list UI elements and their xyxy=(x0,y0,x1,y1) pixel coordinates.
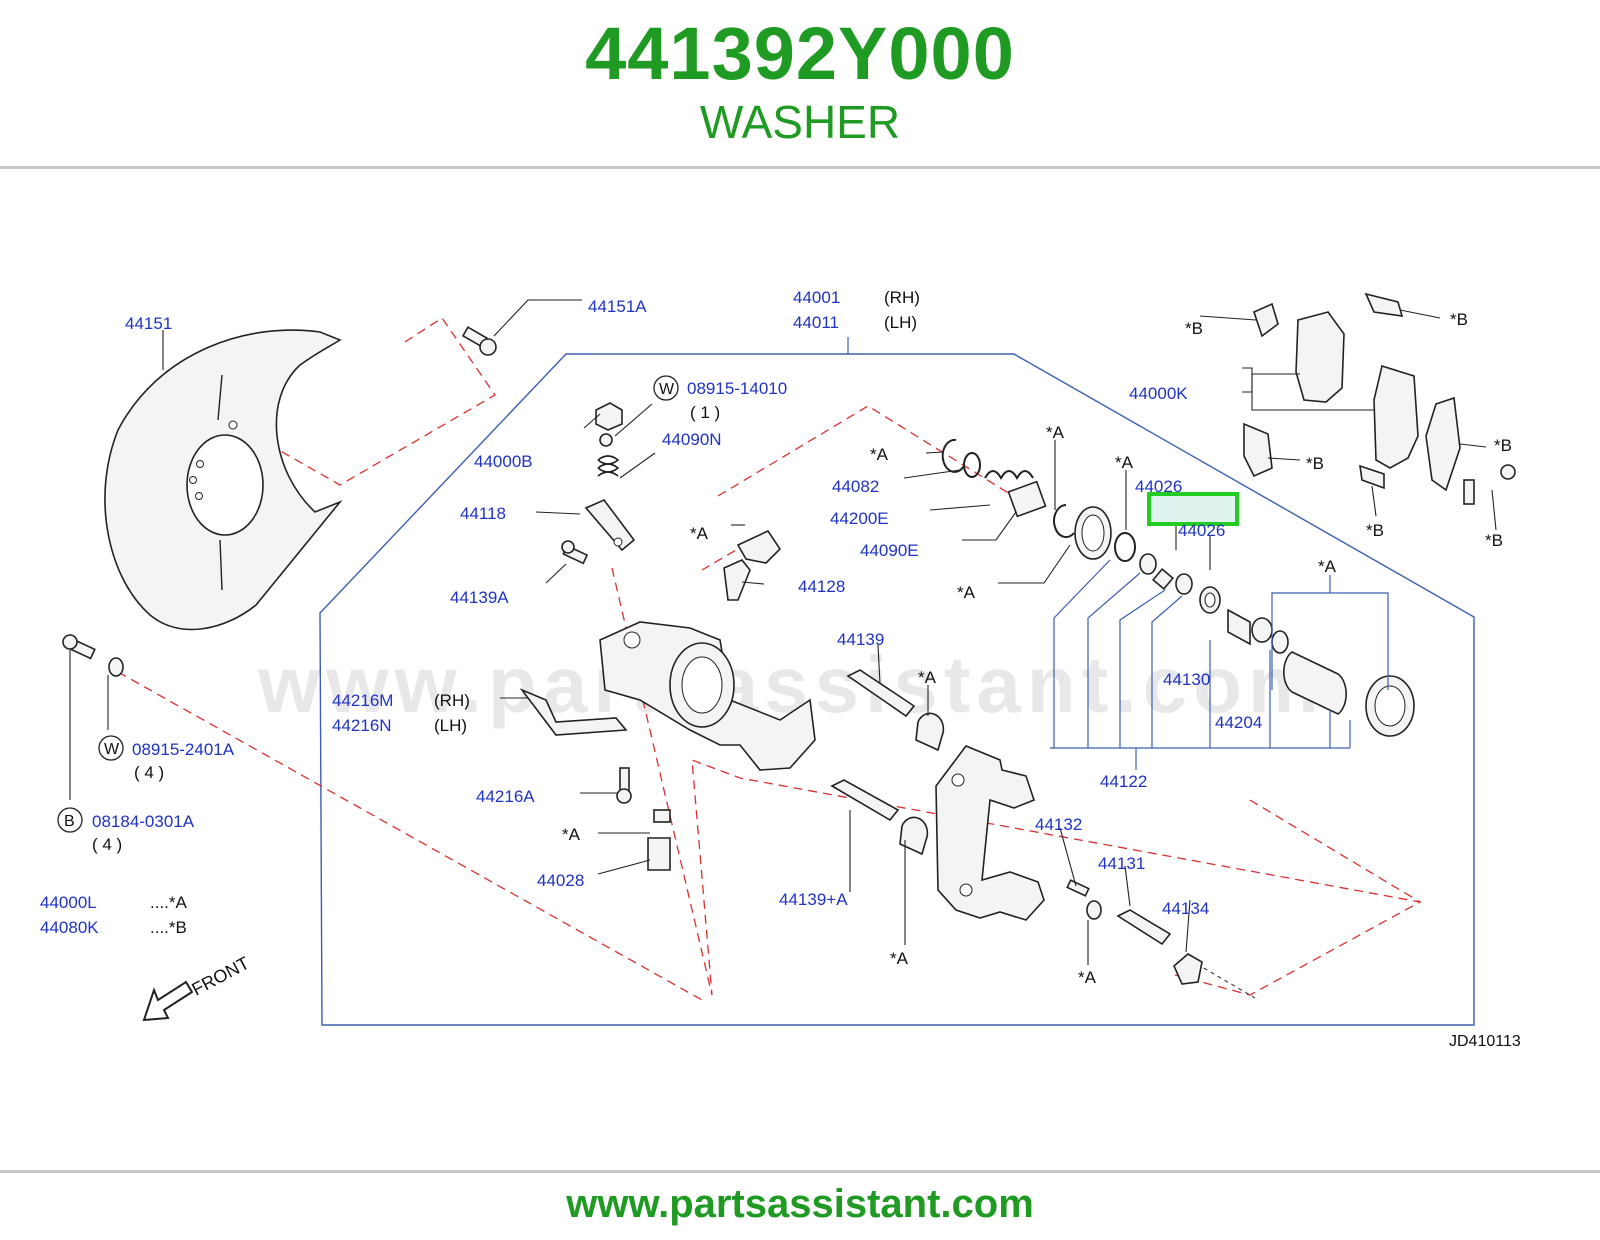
star-a-marker: *A xyxy=(1046,423,1065,442)
callout-44130: 44130 xyxy=(1163,670,1210,689)
lh-label-44011: (LH) xyxy=(884,313,917,332)
callout-44090e: 44090E xyxy=(860,541,919,560)
callout-44118: 44118 xyxy=(460,504,506,523)
b-symbol-circle xyxy=(57,807,83,833)
callout-44200e: 44200E xyxy=(830,509,889,528)
callout-44134: 44134 xyxy=(1162,899,1209,918)
callout-44080k: 44080K xyxy=(40,918,99,937)
callout-44139a: 44139A xyxy=(450,588,509,607)
callout-44216a: 44216A xyxy=(476,787,535,806)
callout-44151: 44151 xyxy=(125,314,172,333)
callout-44000k: 44000K xyxy=(1129,384,1188,403)
star-a-marker: *A xyxy=(562,825,581,844)
w-symbol-circle-2 xyxy=(98,735,124,761)
callout-44001: 44001 xyxy=(793,288,840,307)
callout-44132: 44132 xyxy=(1035,815,1082,834)
front-label: FRONT xyxy=(188,953,252,1000)
footer-website-link[interactable]: www.partsassistant.com xyxy=(566,1182,1034,1226)
callout-44131: 44131 xyxy=(1098,854,1145,873)
kit-b-markers: *B *B *B *B *B *B xyxy=(1185,310,1512,550)
piston-seal-kit-parts xyxy=(941,438,1415,737)
callout-44151a: 44151A xyxy=(588,297,647,316)
caliper-bracket-part xyxy=(935,745,1045,921)
w-symbol-letter-2: W xyxy=(104,741,120,758)
callout-44216m: 44216M xyxy=(332,691,393,710)
callout-44216n: 44216N xyxy=(332,716,392,735)
w-symbol-circle xyxy=(653,375,679,401)
star-b-marker: *B xyxy=(1450,310,1468,329)
rh-label-44001: (RH) xyxy=(884,288,920,307)
star-a-marker: *A xyxy=(918,668,937,687)
qualifier-labels: (RH) (LH) ( 1 ) (RH) (LH) ( 4 ) ( 4 ) ..… xyxy=(92,288,1521,1050)
kit-key-b: ....*B xyxy=(150,918,187,937)
leader-lines xyxy=(69,299,1497,965)
exploded-brake-caliper-diagram: www.partsassistant.com xyxy=(40,288,1521,1050)
footer-divider xyxy=(0,1170,1600,1173)
page-header: 441392Y000 WASHER xyxy=(0,0,1600,168)
star-b-marker: *B xyxy=(1494,436,1512,455)
callout-44028: 44028 xyxy=(537,871,584,890)
star-b-marker: *B xyxy=(1485,531,1503,550)
callout-44090n: 44090N xyxy=(662,430,722,449)
callout-08915-2401a: 08915-2401A xyxy=(132,740,235,759)
star-b-marker: *B xyxy=(1185,319,1203,338)
star-a-marker: *A xyxy=(890,949,909,968)
qty-08915-2401a: ( 4 ) xyxy=(134,763,164,782)
b-symbol-letter: B xyxy=(64,813,75,830)
qty-08184-0301a: ( 4 ) xyxy=(92,835,122,854)
diagram-id-code: JD410113 xyxy=(1449,1033,1521,1050)
mounting-bolts xyxy=(62,326,1516,804)
assembly-leader-lines xyxy=(847,337,1389,770)
callout-44000l: 44000L xyxy=(40,893,97,912)
spring-and-clip-parts xyxy=(584,402,636,552)
qty-08915-14010: ( 1 ) xyxy=(690,403,720,422)
callout-44122: 44122 xyxy=(1100,772,1147,791)
front-direction-indicator: FRONT xyxy=(142,953,253,1022)
highlighted-callout-box xyxy=(1147,492,1239,526)
callout-labels: 44151 44151A 44001 44011 08915-14010 440… xyxy=(40,288,1262,937)
dust-shield-part xyxy=(104,329,343,631)
callout-44139: 44139 xyxy=(837,630,884,649)
kit-a-markers: *A *A *A *A *A *A *A *A *A *A xyxy=(562,423,1337,987)
callout-08915-14010: 08915-14010 xyxy=(687,379,787,398)
callout-44139-plus-a: 44139+A xyxy=(779,890,848,909)
rh-label-44216m: (RH) xyxy=(434,691,470,710)
callout-08184-0301a: 08184-0301A xyxy=(92,812,195,831)
star-b-marker: *B xyxy=(1306,454,1324,473)
callout-44082: 44082 xyxy=(832,477,879,496)
w-symbol-letter: W xyxy=(659,381,675,398)
brake-pad-kit-parts xyxy=(1243,292,1461,492)
star-a-marker: *A xyxy=(1318,557,1337,576)
kit-key-a: ....*A xyxy=(150,893,188,912)
callout-44000b: 44000B xyxy=(474,452,533,471)
parts-diagram: www.partsassistant.com xyxy=(0,172,1600,1142)
front-arrow-icon xyxy=(142,980,194,1022)
lh-label-44216n: (LH) xyxy=(434,716,467,735)
star-a-marker: *A xyxy=(870,445,889,464)
caliper-assembly-outline xyxy=(319,353,1475,1026)
star-a-marker: *A xyxy=(690,524,709,543)
header-divider xyxy=(0,166,1600,169)
callout-44026-top: 44026 xyxy=(1135,477,1182,496)
star-b-marker: *B xyxy=(1366,521,1384,540)
star-a-marker: *A xyxy=(957,583,976,602)
star-a-marker: *A xyxy=(1115,453,1134,472)
part-number-title: 441392Y000 xyxy=(585,12,1015,95)
part-name-subtitle: WASHER xyxy=(699,96,901,148)
callout-44011: 44011 xyxy=(793,313,839,332)
callout-44026-bottom: 44026 xyxy=(1178,521,1225,540)
star-a-marker: *A xyxy=(1078,968,1097,987)
caliper-housing-part xyxy=(519,529,1203,985)
callout-44204: 44204 xyxy=(1215,713,1262,732)
callout-44128: 44128 xyxy=(798,577,845,596)
assembly-guide-lines xyxy=(117,317,1422,1001)
